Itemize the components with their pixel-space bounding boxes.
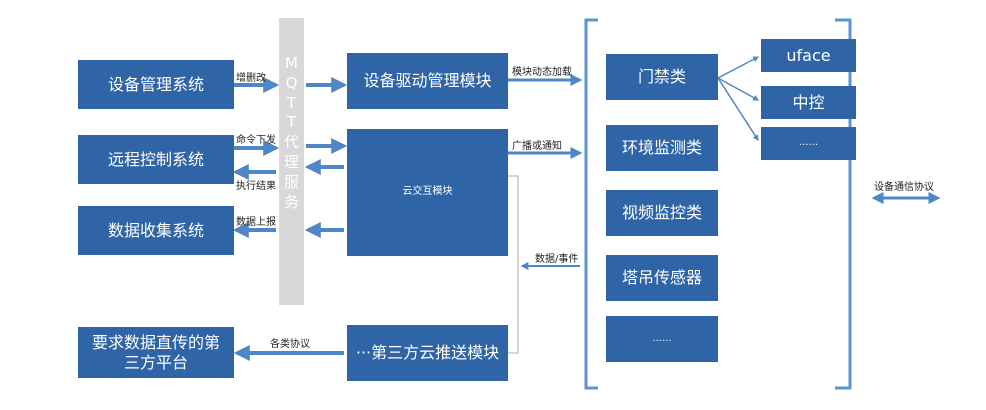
label-exec-result: 执行结果 — [236, 181, 276, 192]
arrow-door-to-more — [717, 77, 759, 142]
mqtt-char: 服 — [283, 172, 299, 191]
door-device-more: ...... — [761, 127, 856, 160]
device-type-video-surveillance: 视频监控类 — [606, 190, 718, 236]
arrow-door-to-central — [717, 77, 760, 101]
device-type-door-access: 门禁类 — [606, 54, 718, 100]
mqtt-char: Q — [285, 73, 298, 92]
third-party-platform: 要求数据直传的第三方平台 — [78, 327, 234, 378]
mqtt-char: 代 — [283, 133, 299, 152]
mqtt-proxy-service: M Q T T 代 理 服 务 — [279, 18, 304, 305]
mqtt-char: M — [285, 54, 298, 72]
device-type-crane-sensor: 塔吊传感器 — [606, 255, 718, 301]
mqtt-char: 务 — [283, 192, 299, 211]
mqtt-char: 理 — [283, 152, 299, 171]
arrow-door-to-uface — [717, 56, 760, 79]
label-broadcast-notify: 广播或通知 — [512, 141, 562, 152]
device-driver-management-module: 设备驱动管理模块 — [347, 53, 508, 109]
device-management-system: 设备管理系统 — [78, 60, 234, 109]
third-party-cloud-push-module: ···第三方云推送模块 — [347, 325, 508, 381]
device-bracket-right — [835, 18, 852, 390]
cloud-interaction-module: 云交互模块 — [347, 129, 508, 256]
label-device-comm-protocol: 设备通信协议 — [874, 182, 934, 193]
device-bracket-left — [584, 18, 598, 390]
label-command-issue: 命令下发 — [236, 135, 276, 146]
data-collection-system: 数据收集系统 — [78, 206, 234, 255]
label-various-protocols: 各类协议 — [270, 339, 310, 350]
connector-data-event-branch — [508, 175, 519, 354]
device-type-more: ...... — [606, 316, 718, 362]
label-data-report: 数据上报 — [236, 217, 276, 228]
label-data-event: 数据/事件 — [535, 254, 579, 265]
label-module-dynamic-load: 模块动态加载 — [512, 67, 572, 78]
device-type-environment-monitoring: 环境监测类 — [606, 125, 718, 171]
door-device-central-control: 中控 — [761, 86, 856, 119]
mqtt-char: T — [286, 113, 297, 132]
mqtt-proxy-label: M Q T T 代 理 服 务 — [279, 54, 304, 212]
door-device-uface: uface — [761, 39, 856, 72]
mqtt-char: T — [286, 93, 297, 112]
remote-control-system: 远程控制系统 — [78, 135, 234, 184]
label-add-delete-modify: 增删改 — [236, 73, 266, 84]
